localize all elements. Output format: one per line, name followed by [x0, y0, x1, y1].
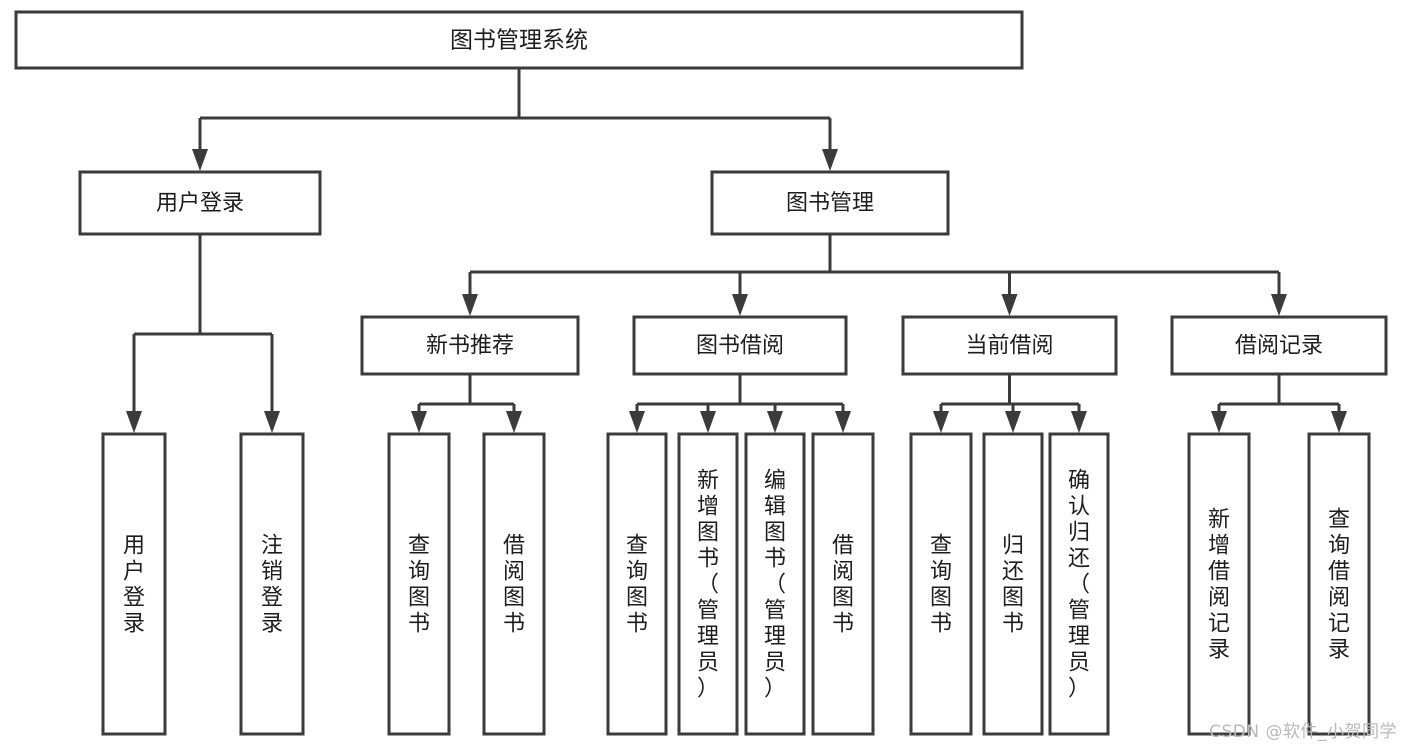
node-label: 图书借阅 [696, 334, 784, 359]
node-label: 新书推荐 [426, 334, 514, 359]
arrow-head-icon [835, 411, 851, 433]
node-box[interactable] [101, 432, 167, 736]
node-label: 图书管理系统 [450, 28, 588, 54]
node-leaf-return-book[interactable]: 归还图书 [982, 432, 1044, 736]
node-label: 用户登录 [156, 191, 244, 216]
arrow-head-icon [1211, 411, 1227, 433]
node-box[interactable] [606, 432, 668, 736]
arrow-head-icon [700, 411, 716, 433]
arrow-head-icon [264, 411, 280, 433]
node-borrow-record[interactable]: 借阅记录 [1170, 315, 1388, 376]
arrow-head-icon [192, 149, 208, 171]
arrow-head-icon [1005, 411, 1021, 433]
arrow-head-icon [462, 294, 478, 316]
node-label: 当前借阅 [965, 334, 1053, 359]
node-label: 借阅记录 [1235, 334, 1323, 359]
node-current-borrow[interactable]: 当前借阅 [901, 315, 1118, 376]
arrow-head-icon [767, 411, 783, 433]
node-book-borrow[interactable]: 图书借阅 [632, 315, 848, 376]
node-box[interactable] [632, 315, 848, 376]
node-label: 查询图书 [408, 533, 430, 636]
node-leaf-user-logout[interactable]: 注销登录 [239, 432, 305, 736]
node-box[interactable] [1187, 432, 1251, 736]
node-leaf-borrow-book-1[interactable]: 借阅图书 [482, 432, 546, 736]
node-label: 借阅图书 [832, 533, 854, 636]
node-leaf-add-record[interactable]: 新增借阅记录 [1187, 432, 1251, 736]
node-leaf-borrow-book-2[interactable]: 借阅图书 [811, 432, 875, 736]
arrow-head-icon [1271, 294, 1287, 316]
node-box[interactable] [14, 10, 1024, 70]
node-leaf-edit-book[interactable]: 编辑图书（管理员） [744, 432, 806, 736]
node-leaf-query-record[interactable]: 查询借阅记录 [1307, 432, 1371, 736]
node-label: 用户登录 [123, 533, 145, 636]
node-label: 查询图书 [930, 533, 952, 636]
node-box[interactable] [909, 432, 973, 736]
node-label: 借阅图书 [503, 533, 525, 636]
arrow-head-icon [732, 294, 748, 316]
arrow-head-icon [506, 411, 522, 433]
watermark-text: CSDN @软件_小贺同学 [1209, 722, 1397, 742]
node-box[interactable] [710, 170, 950, 236]
node-box[interactable] [239, 432, 305, 736]
node-label: 确认归还（管理员） [1068, 468, 1090, 701]
node-label: 新增借阅记录 [1208, 507, 1230, 662]
node-label: 查询借阅记录 [1328, 507, 1350, 662]
nodes-layer: 图书管理系统用户登录图书管理新书推荐图书借阅当前借阅借阅记录用户登录注销登录查询… [14, 10, 1388, 736]
arrow-head-icon [1071, 411, 1087, 433]
node-box[interactable] [387, 432, 451, 736]
node-box[interactable] [744, 432, 806, 736]
arrow-head-icon [933, 411, 949, 433]
node-label: 查询图书 [626, 533, 648, 636]
node-leaf-confirm-return[interactable]: 确认归还（管理员） [1048, 432, 1110, 736]
node-box[interactable] [982, 432, 1044, 736]
edges-layer [126, 68, 1347, 433]
arrow-head-icon [1001, 294, 1018, 316]
node-box[interactable] [811, 432, 875, 736]
node-box[interactable] [1307, 432, 1371, 736]
node-new-book-rec[interactable]: 新书推荐 [360, 315, 580, 376]
node-leaf-query-book-3[interactable]: 查询图书 [909, 432, 973, 736]
node-label: 新增图书（管理员） [697, 468, 719, 701]
arrow-head-icon [411, 411, 427, 433]
node-box[interactable] [78, 170, 322, 236]
node-label: 编辑图书（管理员） [764, 468, 786, 701]
node-label: 归还图书 [1002, 533, 1024, 636]
node-label: 注销登录 [261, 533, 283, 636]
node-box[interactable] [1170, 315, 1388, 376]
node-box[interactable] [482, 432, 546, 736]
node-leaf-add-book[interactable]: 新增图书（管理员） [677, 432, 739, 736]
arrow-head-icon [822, 149, 838, 171]
node-box[interactable] [360, 315, 580, 376]
arrow-head-icon [126, 411, 142, 433]
node-leaf-user-login[interactable]: 用户登录 [101, 432, 167, 736]
node-leaf-query-book-2[interactable]: 查询图书 [606, 432, 668, 736]
node-box[interactable] [677, 432, 739, 736]
arrow-head-icon [1331, 411, 1347, 433]
node-book-manage[interactable]: 图书管理 [710, 170, 950, 236]
node-box[interactable] [901, 315, 1118, 376]
node-label: 图书管理 [786, 191, 874, 216]
node-box[interactable] [1048, 432, 1110, 736]
arrow-head-icon [629, 411, 645, 433]
node-leaf-query-book-1[interactable]: 查询图书 [387, 432, 451, 736]
node-user-login[interactable]: 用户登录 [78, 170, 322, 236]
node-root[interactable]: 图书管理系统 [14, 10, 1024, 70]
